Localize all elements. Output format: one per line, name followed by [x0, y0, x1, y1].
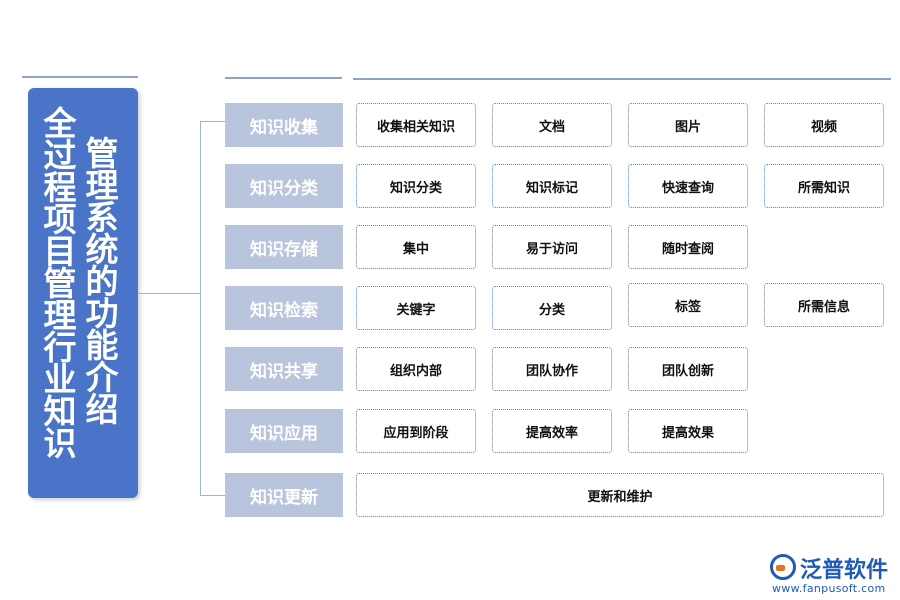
connector-branch-bottom [200, 495, 225, 496]
category-knowledge-update: 知识更新 [225, 473, 343, 517]
logo-icon [770, 554, 796, 580]
item-category: 分类 [492, 286, 612, 330]
category-knowledge-collection: 知识收集 [225, 103, 343, 147]
item-collect-related-knowledge: 收集相关知识 [356, 103, 476, 147]
title-panel [28, 88, 138, 498]
item-quick-query: 快速查询 [628, 164, 748, 208]
connector-horizontal-main [138, 293, 200, 294]
item-keyword: 关键字 [356, 286, 476, 330]
brand-logo: 泛普软件 www.fanpusoft.com [770, 552, 892, 596]
item-update-and-maintain: 更新和维护 [356, 473, 884, 517]
item-anytime-review: 随时查阅 [628, 225, 748, 269]
item-team-collaboration: 团队协作 [492, 347, 612, 391]
item-within-organization: 组织内部 [356, 347, 476, 391]
category-knowledge-storage: 知识存储 [225, 225, 343, 269]
category-knowledge-classification: 知识分类 [225, 164, 343, 208]
connector-branch-top [200, 121, 225, 122]
logo-url: www.fanpusoft.com [772, 582, 886, 595]
title-line-2: 管理系统的功能介绍 [85, 134, 119, 429]
item-knowledge-classification: 知识分类 [356, 164, 476, 208]
connector-vertical [200, 121, 201, 496]
category-knowledge-application: 知识应用 [225, 409, 343, 453]
item-improve-effectiveness: 提高效果 [628, 409, 748, 453]
item-images: 图片 [628, 103, 748, 147]
title-line-1: 全过程项目管理行业知识 [43, 104, 77, 463]
item-centralized: 集中 [356, 225, 476, 269]
item-required-info: 所需信息 [764, 283, 884, 327]
item-apply-to-stage: 应用到阶段 [356, 409, 476, 453]
logo-name: 泛普软件 [800, 558, 889, 583]
top-divider-middle [225, 77, 342, 79]
category-knowledge-retrieval: 知识检索 [225, 286, 343, 330]
item-videos: 视频 [764, 103, 884, 147]
item-required-knowledge: 所需知识 [764, 164, 884, 208]
item-knowledge-tagging: 知识标记 [492, 164, 612, 208]
category-knowledge-sharing: 知识共享 [225, 347, 343, 391]
item-easy-access: 易于访问 [492, 225, 612, 269]
top-divider-left [22, 76, 138, 78]
item-tag: 标签 [628, 283, 748, 327]
item-team-innovation: 团队创新 [628, 347, 748, 391]
top-divider-right [353, 78, 891, 80]
item-improve-efficiency: 提高效率 [492, 409, 612, 453]
item-documents: 文档 [492, 103, 612, 147]
